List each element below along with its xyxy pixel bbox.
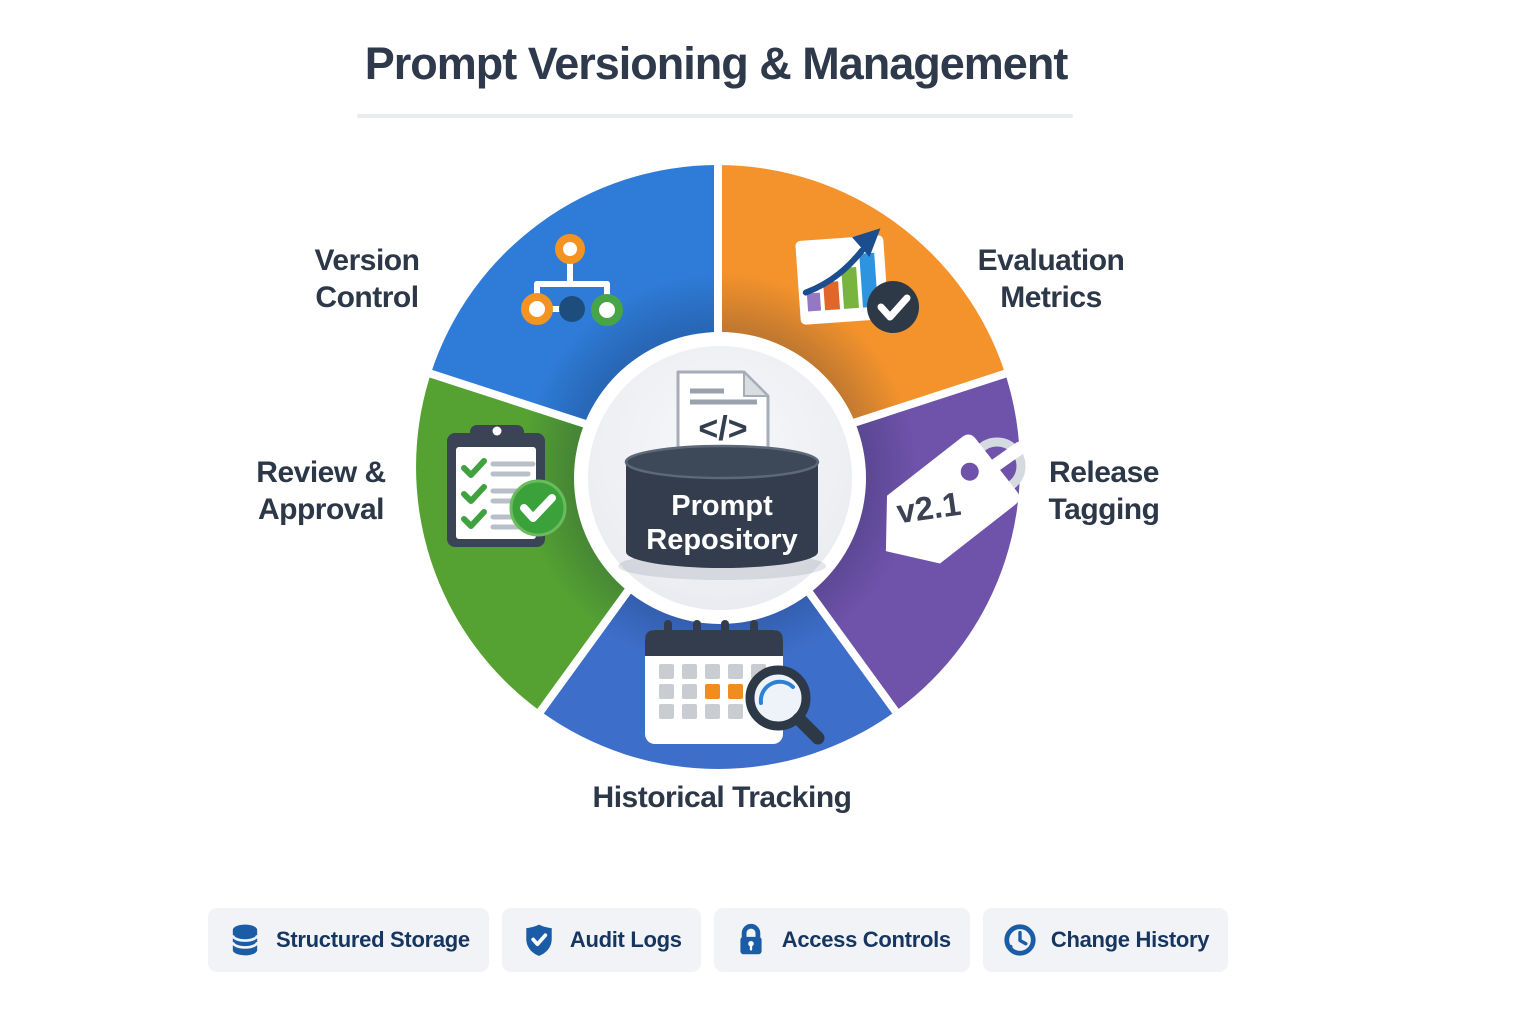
badge-access-controls: Access Controls bbox=[713, 908, 970, 972]
badge-structured-storage: Structured Storage bbox=[208, 908, 489, 972]
title-divider bbox=[357, 114, 1073, 118]
feature-badges: Structured Storage Audit Logs Access Con… bbox=[208, 908, 1229, 972]
magnifier-icon bbox=[745, 665, 825, 745]
hub-label-line2: Repository bbox=[646, 524, 797, 556]
badge-change-history: Change History bbox=[982, 908, 1229, 972]
padlock-icon bbox=[740, 923, 762, 955]
repository-database-icon: Prompt Repository bbox=[618, 444, 826, 580]
page-title: Prompt Versioning & Management bbox=[364, 38, 1069, 89]
tag-version-label: v2.1 bbox=[894, 485, 963, 531]
shield-check-icon bbox=[526, 924, 552, 956]
trend-chart-icon bbox=[795, 228, 919, 333]
segment-label-evaluation-metrics: Evaluation Metrics bbox=[977, 244, 1125, 314]
hub-label-line1: Prompt bbox=[671, 490, 773, 522]
check-circle-dark-icon bbox=[867, 281, 919, 333]
checklist-clipboard-icon bbox=[447, 425, 567, 547]
svg-text:</>: </> bbox=[698, 410, 747, 448]
center-hub: </> Prompt Repository bbox=[574, 332, 866, 624]
code-document-icon: </> bbox=[676, 370, 770, 460]
branch-diagram-icon bbox=[521, 234, 623, 326]
segment-label-release-tagging: Release Tagging bbox=[1048, 456, 1160, 526]
segment-label-version-control: Version Control bbox=[314, 244, 420, 314]
clock-history-icon bbox=[1004, 924, 1036, 956]
version-tag-icon: v2.1 bbox=[885, 434, 1027, 564]
check-circle-green-icon bbox=[509, 479, 567, 537]
segment-label-review-approval: Review & Approval bbox=[256, 456, 386, 526]
segment-label-historical-tracking: Historical Tracking bbox=[592, 781, 852, 814]
database-icon bbox=[231, 924, 259, 956]
badge-audit-logs: Audit Logs bbox=[501, 908, 701, 972]
calendar-search-icon bbox=[645, 620, 825, 745]
